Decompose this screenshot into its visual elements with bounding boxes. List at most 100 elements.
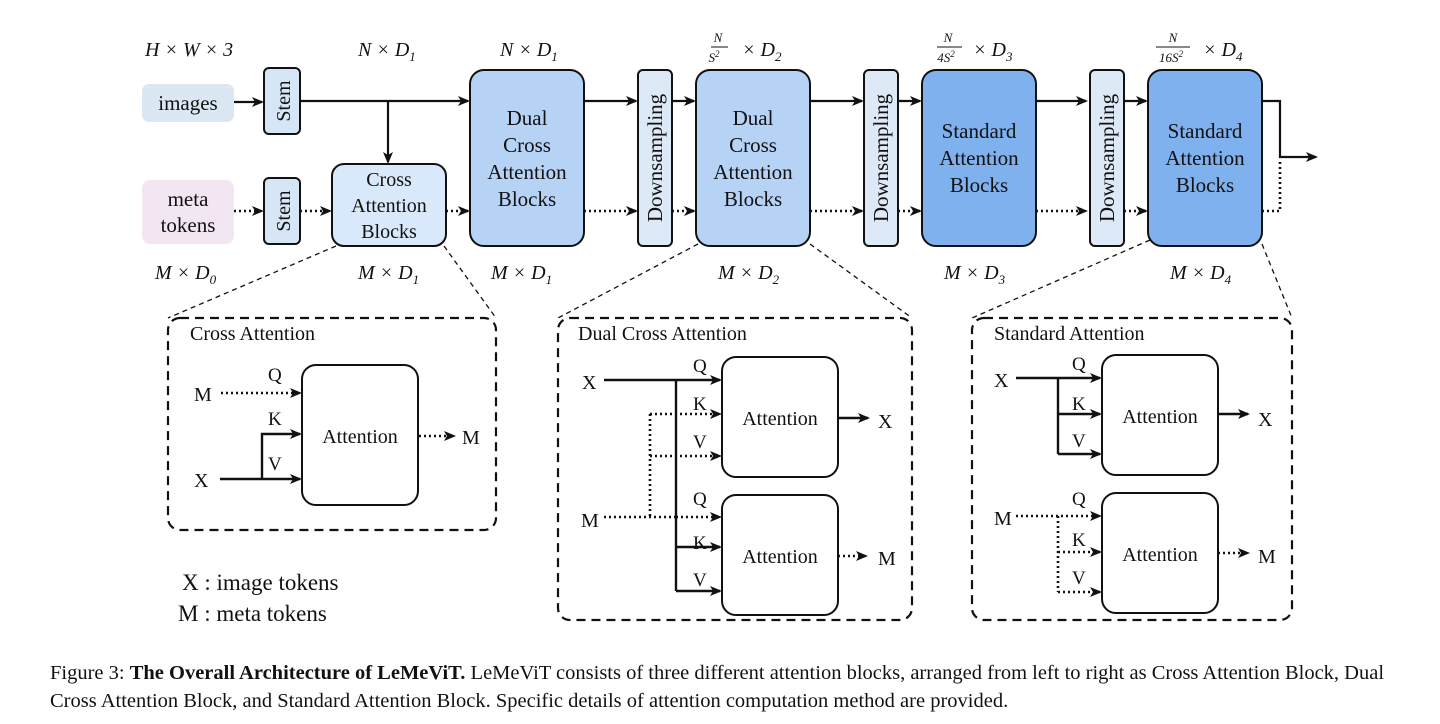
svg-text:Attention: Attention: [322, 426, 398, 448]
svg-text:K: K: [693, 394, 707, 415]
svg-text:Attention: Attention: [713, 160, 793, 184]
top-dimension-labels: H × W × 3 N × D1 N × D1 N S2 × D2 N 4S2 …: [144, 30, 1243, 65]
svg-text:Blocks: Blocks: [498, 187, 556, 211]
svg-text:Blocks: Blocks: [1176, 173, 1234, 197]
svg-text:V: V: [693, 570, 707, 591]
cross-attention-title: Cross Attention: [190, 323, 315, 345]
dual-cross-attention-block-2: Dual Cross Attention Blocks: [695, 69, 811, 247]
svg-text:X: X: [194, 470, 209, 492]
dim-m-d4: M × D4: [1169, 262, 1232, 287]
svg-text:V: V: [693, 432, 707, 453]
figure-caption: Figure 3: The Overall Architecture of Le…: [50, 659, 1410, 715]
cross-attention-block: Cross Attention Blocks: [331, 163, 447, 247]
svg-text:Dual: Dual: [507, 106, 548, 130]
caption-prefix: Figure 3:: [50, 662, 130, 684]
svg-text:K: K: [1072, 394, 1086, 415]
svg-text:× D4: × D4: [1203, 39, 1243, 64]
svg-text:Attention: Attention: [1122, 544, 1198, 566]
dim-stage3: N 4S2 × D3: [937, 30, 1013, 65]
dim-m-d2: M × D2: [717, 262, 780, 287]
dim-stage4: N 16S2 × D4: [1156, 30, 1243, 65]
svg-text:Downsampling: Downsampling: [869, 93, 893, 222]
downsampling-1: Downsampling: [637, 69, 673, 247]
dim-m-d0: M × D0: [154, 262, 217, 287]
svg-text:X: X: [1258, 409, 1273, 431]
standard-attention-block-4: Standard Attention Blocks: [1147, 69, 1263, 247]
bottom-dimension-labels: M × D0 M × D1 M × D1 M × D2 M × D3 M × D…: [154, 262, 1232, 287]
standard-attention-title: Standard Attention: [994, 323, 1145, 345]
dim-m-d1-dual: M × D1: [490, 262, 552, 287]
svg-text:Blocks: Blocks: [361, 221, 417, 243]
svg-text:K: K: [1072, 530, 1086, 551]
downsampling-3: Downsampling: [1089, 69, 1125, 247]
svg-text:M: M: [194, 384, 212, 406]
svg-text:Q: Q: [693, 489, 707, 510]
svg-text:Q: Q: [693, 356, 707, 377]
svg-text:V: V: [1072, 431, 1086, 452]
svg-text:Blocks: Blocks: [950, 173, 1008, 197]
pipeline-connectors: [234, 96, 1318, 164]
legend-m: M : meta tokens: [178, 601, 327, 626]
svg-text:K: K: [268, 409, 282, 430]
dim-stage2: N S2 × D2: [709, 30, 782, 65]
svg-text:Attention: Attention: [1122, 406, 1198, 428]
svg-text:Blocks: Blocks: [724, 187, 782, 211]
meta-stem: Stem: [263, 177, 301, 245]
standard-attention-detail: Standard Attention X M Attention Attenti…: [970, 316, 1294, 622]
svg-text:meta: meta: [168, 187, 209, 211]
svg-text:Attention: Attention: [742, 546, 818, 568]
svg-text:Attention: Attention: [939, 146, 1019, 170]
svg-text:Attention: Attention: [1165, 146, 1245, 170]
dual-cross-attention-block-1: Dual Cross Attention Blocks: [469, 69, 585, 247]
cross-attention-detail: Cross Attention M Q K V X Attention M: [166, 316, 498, 532]
svg-text:Q: Q: [1072, 489, 1086, 510]
svg-text:tokens: tokens: [161, 213, 216, 237]
dual-cross-attention-detail: Dual Cross Attention X M Attention Atten…: [556, 316, 914, 622]
svg-text:Stem: Stem: [273, 190, 295, 232]
svg-text:K: K: [693, 533, 707, 554]
dim-input: H × W × 3: [144, 39, 233, 61]
svg-text:× D2: × D2: [742, 39, 782, 64]
svg-text:V: V: [1072, 568, 1086, 589]
images-input: images: [142, 84, 234, 122]
svg-text:Q: Q: [268, 365, 282, 386]
svg-text:16S2: 16S2: [1159, 49, 1184, 65]
svg-text:N: N: [943, 30, 954, 45]
svg-text:Q: Q: [1072, 354, 1086, 375]
standard-attention-block-3: Standard Attention Blocks: [921, 69, 1037, 247]
svg-text:Stem: Stem: [273, 80, 295, 122]
svg-text:Attention: Attention: [351, 195, 427, 217]
caption-text: LeMeViT consists of three different atte…: [50, 662, 1385, 712]
svg-text:Downsampling: Downsampling: [1095, 93, 1119, 222]
caption-bold-title: The Overall Architecture of LeMeViT.: [129, 662, 466, 684]
dim-stage1-stem: N × D1: [357, 39, 416, 64]
svg-text:N: N: [1168, 30, 1179, 45]
svg-text:S2: S2: [709, 49, 721, 65]
svg-text:X: X: [878, 411, 893, 433]
svg-text:M: M: [462, 427, 480, 449]
svg-text:Standard: Standard: [1168, 119, 1243, 143]
svg-text:4S2: 4S2: [937, 49, 955, 65]
dim-m-d3: M × D3: [943, 262, 1006, 287]
svg-text:M: M: [994, 508, 1012, 530]
dim-stage1-block: N × D1: [499, 39, 558, 64]
svg-text:Attention: Attention: [487, 160, 567, 184]
svg-text:Attention: Attention: [742, 408, 818, 430]
zoom-callout-lines: [167, 239, 1293, 319]
meta-tokens-input: meta tokens: [142, 180, 234, 244]
svg-text:× D3: × D3: [973, 39, 1013, 64]
meta-token-connectors: [234, 160, 1282, 216]
svg-text:V: V: [268, 454, 282, 475]
image-stem: Stem: [263, 67, 301, 135]
svg-text:M: M: [878, 548, 896, 570]
downsampling-2: Downsampling: [863, 69, 899, 247]
token-legend: X : image tokens M : meta tokens: [178, 570, 339, 626]
svg-text:M: M: [1258, 546, 1276, 568]
svg-text:Cross: Cross: [366, 169, 412, 191]
dim-m-d1-cross: M × D1: [357, 262, 419, 287]
svg-text:Dual: Dual: [733, 106, 774, 130]
svg-text:X: X: [994, 370, 1009, 392]
svg-text:Standard: Standard: [942, 119, 1017, 143]
svg-text:Cross: Cross: [503, 133, 551, 157]
